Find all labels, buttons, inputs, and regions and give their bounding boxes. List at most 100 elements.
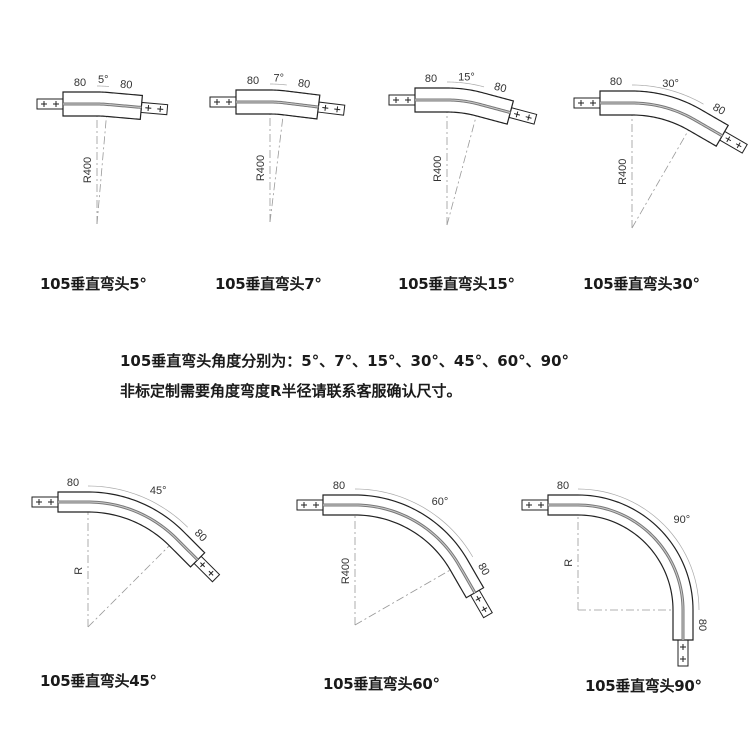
mounting-tab xyxy=(36,98,64,110)
radius-label: R xyxy=(73,567,85,575)
left-tab xyxy=(209,96,237,108)
mounting-tab xyxy=(573,97,601,109)
radius-line xyxy=(631,119,695,229)
mounting-tab xyxy=(317,101,346,116)
radius-label: R400 xyxy=(432,156,444,182)
mounting-tab xyxy=(719,130,748,154)
caption-45: 105垂直弯头45° xyxy=(40,672,157,690)
angle-dimension-arc xyxy=(577,488,700,611)
caption-7: 105垂直弯头7° xyxy=(215,275,322,293)
mounting-tab xyxy=(296,499,324,511)
mounting-tab xyxy=(31,496,59,508)
radius-label: R400 xyxy=(255,155,267,181)
screw-hole-icon xyxy=(324,104,327,111)
mounting-tab xyxy=(677,639,689,667)
mounting-tab xyxy=(521,499,549,511)
screw-hole-icon xyxy=(515,111,519,118)
right-tab xyxy=(317,101,346,116)
right-tab xyxy=(469,589,493,619)
track-groove-inner xyxy=(236,101,319,108)
left-tab xyxy=(521,499,549,511)
dimension-right-label: 80 xyxy=(493,81,508,96)
angle-label: 5° xyxy=(98,74,109,86)
radius-label: R xyxy=(563,559,575,567)
screw-hole-icon xyxy=(726,136,731,143)
dimension-right-label: 80 xyxy=(120,79,133,92)
screw-hole-icon xyxy=(336,106,339,113)
dimension-right-label: 80 xyxy=(696,619,708,631)
track-groove xyxy=(548,503,685,640)
bend-diagram-60: 80 80 60° R400 xyxy=(296,480,493,626)
right-tab xyxy=(140,101,169,116)
dimension-right-label: 80 xyxy=(475,561,492,578)
angle-dimension-arc xyxy=(269,83,287,86)
angle-label: 7° xyxy=(274,72,285,84)
custom-order-note: 非标定制需要角度弯度R半径请联系客服确认尺寸。 xyxy=(120,382,462,400)
angle-label: 30° xyxy=(662,78,679,90)
angle-options-note: 105垂直弯头角度分别为：5°、7°、15°、30°、45°、60°、90° xyxy=(120,352,570,370)
caption-5: 105垂直弯头5° xyxy=(40,275,147,293)
radius-line xyxy=(354,564,460,626)
right-tab xyxy=(719,130,748,154)
angle-dimension-arc xyxy=(446,81,485,88)
right-tab xyxy=(677,639,689,667)
radius-label: R400 xyxy=(340,558,352,584)
mounting-tab xyxy=(469,589,493,619)
radius-line xyxy=(269,102,286,223)
radius-line xyxy=(96,104,108,225)
left-tab xyxy=(36,98,64,110)
track-groove-inner xyxy=(58,501,198,561)
track-groove-inner xyxy=(323,504,476,593)
left-tab xyxy=(31,496,59,508)
track-body xyxy=(599,90,730,147)
screw-hole-icon xyxy=(481,607,488,612)
caption-60: 105垂直弯头60° xyxy=(323,675,440,693)
mounting-tab xyxy=(508,107,538,125)
track-body xyxy=(62,91,144,121)
angle-label: 45° xyxy=(150,485,167,497)
dimension-left-label: 80 xyxy=(610,76,622,88)
left-tab xyxy=(388,94,416,106)
track-body xyxy=(547,494,694,641)
angle-dimension-arc xyxy=(96,85,110,87)
dimension-left-label: 80 xyxy=(425,73,437,85)
dimension-left-label: 80 xyxy=(333,480,345,492)
bend-diagram-90: 80 80 90° R xyxy=(521,480,708,667)
left-tab xyxy=(573,97,601,109)
screw-hole-icon xyxy=(147,104,150,112)
caption-30: 105垂直弯头30° xyxy=(583,275,700,293)
right-tab xyxy=(193,555,221,583)
angle-label: 15° xyxy=(458,71,475,83)
left-tab xyxy=(296,499,324,511)
dimension-left-label: 80 xyxy=(557,480,569,492)
radius-label: R400 xyxy=(617,159,629,185)
screw-hole-icon xyxy=(208,570,214,576)
track-body xyxy=(414,87,515,125)
track-groove-inner xyxy=(600,102,723,137)
track-body xyxy=(235,89,321,120)
mounting-tab xyxy=(209,96,237,108)
track-groove-inner xyxy=(63,103,142,108)
right-tab xyxy=(508,107,538,125)
screw-hole-icon xyxy=(475,596,482,601)
track-groove-inner xyxy=(548,504,684,640)
angle-label: 90° xyxy=(673,514,690,526)
angle-label: 60° xyxy=(432,496,449,508)
track-body xyxy=(57,491,206,568)
track-groove-inner xyxy=(415,99,511,114)
radius-line xyxy=(446,104,480,226)
radius-line xyxy=(87,538,177,628)
screw-hole-icon xyxy=(527,114,530,121)
radius-label: R400 xyxy=(82,157,94,183)
angle-dimension-arc xyxy=(354,488,474,558)
mounting-tab xyxy=(140,101,169,116)
screw-hole-icon xyxy=(159,106,162,113)
angle-dimension-arc xyxy=(631,84,704,105)
screw-hole-icon xyxy=(200,562,206,568)
mounting-tab xyxy=(388,94,416,106)
angle-dimension-arc xyxy=(87,485,188,528)
